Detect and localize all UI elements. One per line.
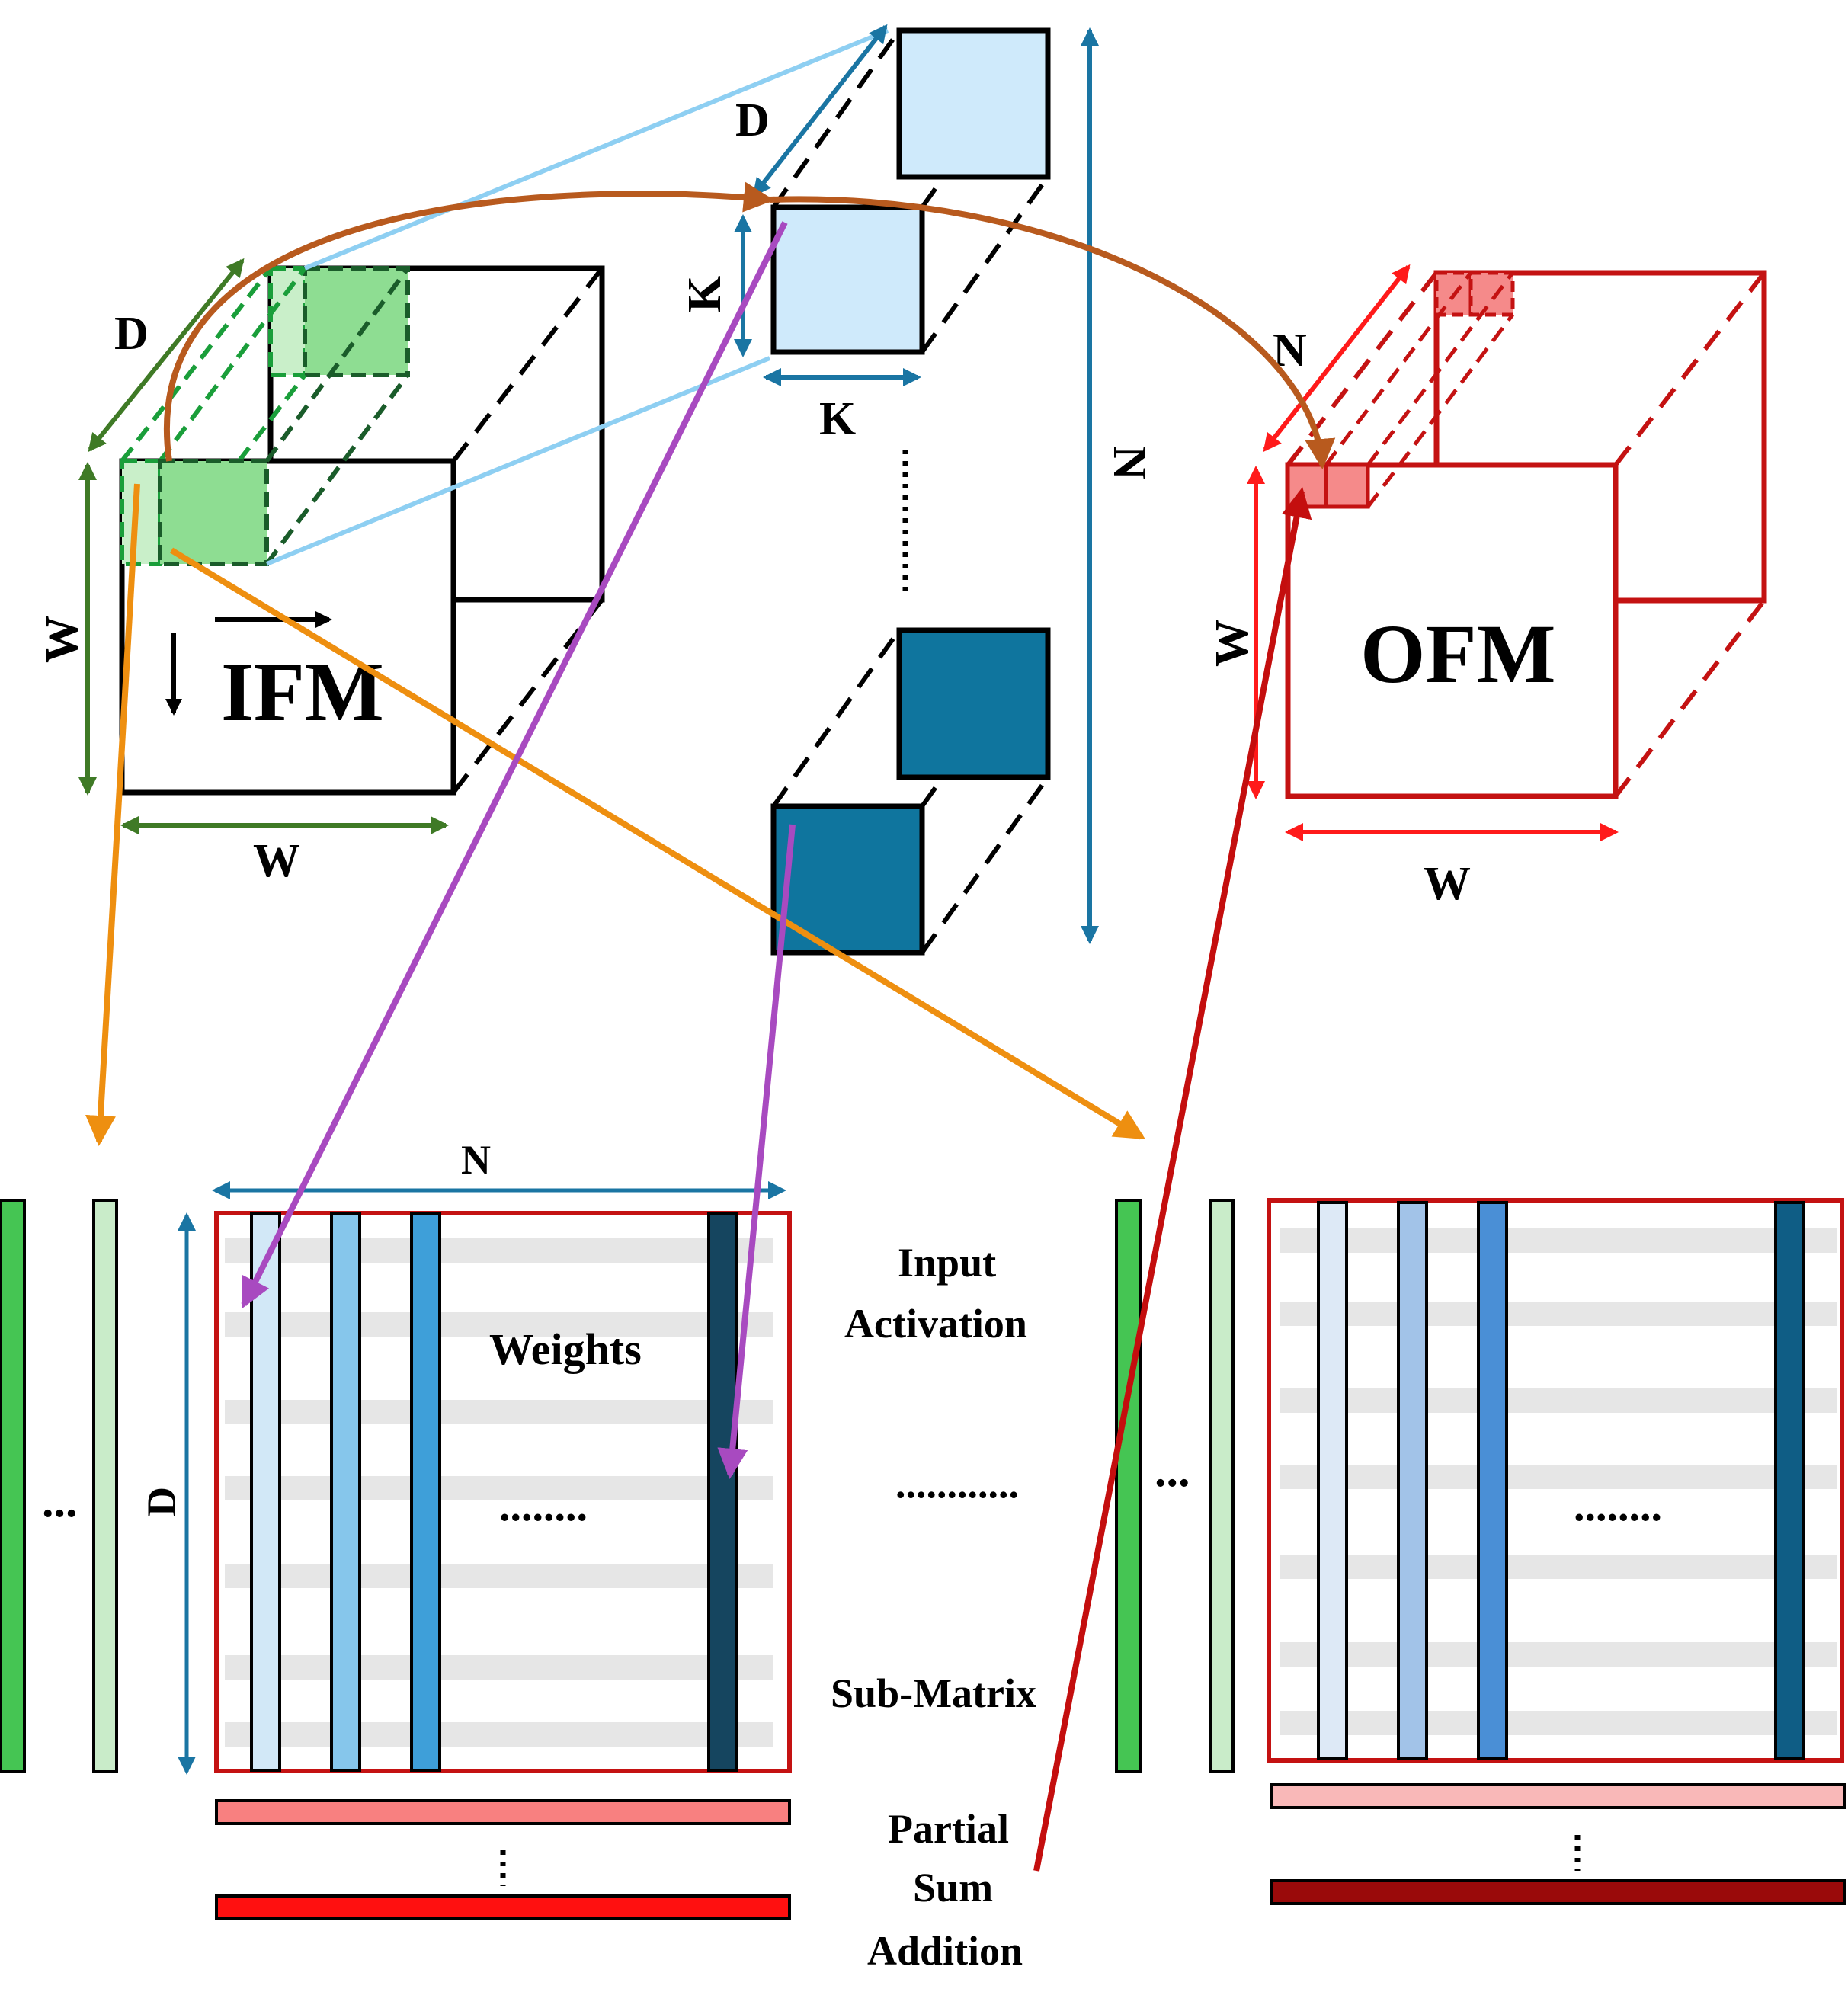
- ifm-title: IFM: [221, 645, 384, 738]
- right-psum-bars: [1270, 1783, 1846, 1905]
- right-submatrix-rows: [1280, 1228, 1837, 1735]
- right-input-vector-ellipsis: ...: [1155, 1445, 1190, 1497]
- purple-arrow-first: [241, 221, 788, 1309]
- partial-sum-line2: Sum: [913, 1865, 993, 1910]
- kernel-depth-label: D: [735, 94, 770, 146]
- input-activation-line1: Input: [898, 1240, 996, 1286]
- right-submatrix-border: [1267, 1198, 1844, 1763]
- right-submatrix: ........: [1267, 1198, 1844, 1763]
- kernel-first-back: [896, 27, 1051, 180]
- ofm-output-patch: [1286, 463, 1328, 509]
- right-input-vectors: ...: [1115, 1199, 1235, 1773]
- weight-column-2: [330, 1212, 361, 1772]
- ofm-depth-dim-arrow: [1263, 264, 1411, 453]
- ifm-patch-edge: [120, 267, 273, 463]
- kernel-stack: D K K N: [679, 24, 1155, 956]
- weight-matrix-rows: [225, 1238, 773, 1747]
- weight-column-1: [250, 1212, 281, 1772]
- ofm-cube: OFM N W W: [1206, 264, 1767, 910]
- weight-matrix-dots: ........: [499, 1481, 588, 1530]
- ofm-title: OFM: [1360, 607, 1556, 700]
- ifm-patch-back-light: [268, 266, 307, 377]
- input-vector-ellipsis: ...: [42, 1475, 78, 1527]
- ifm-depth-label: D: [114, 308, 149, 360]
- input-vector-light: [92, 1199, 118, 1773]
- ifm-patch-front-light: [120, 459, 162, 566]
- ifm-patch-front-dark: [158, 459, 269, 566]
- kernel-height-label: K: [679, 276, 731, 312]
- ofm-front-face: [1285, 462, 1619, 799]
- kernel-count-label: N: [1103, 446, 1155, 480]
- ifm-patch-edge: [264, 267, 410, 463]
- center-dots: ............: [895, 1461, 1019, 1507]
- right-psum-bar-last: [1270, 1879, 1846, 1905]
- kernel-last: [770, 627, 1051, 956]
- psum-bar-first: [215, 1799, 791, 1825]
- weight-matrix-border: [214, 1211, 792, 1773]
- weights-label: Weights: [489, 1324, 642, 1374]
- matrix-d-label: D: [139, 1487, 184, 1516]
- right-column-n: [1774, 1201, 1805, 1760]
- partial-sum-line1: Partial: [888, 1806, 1009, 1852]
- left-psum-bars: [215, 1799, 791, 1920]
- ifm-patch-edge: [264, 373, 410, 565]
- sub-matrix-label: Sub-Matrix: [831, 1670, 1036, 1716]
- brown-arc-arrow: [164, 181, 774, 462]
- weight-column-3: [410, 1212, 441, 1772]
- orange-arrow-right: [169, 547, 1146, 1140]
- partial-sum-line3: Addition: [867, 1928, 1023, 1974]
- center-labels: Input Activation ............ Sub-Matrix…: [831, 1240, 1036, 1974]
- mapping-arrows: [85, 181, 1336, 1872]
- psum-bar-last: [215, 1894, 791, 1920]
- left-input-vectors: ...: [0, 1199, 118, 1773]
- weight-column-n: [707, 1212, 738, 1772]
- input-vector-dark: [0, 1199, 26, 1773]
- right-column-1: [1317, 1201, 1348, 1760]
- kernel-first-front: [770, 204, 925, 355]
- ifm-depth-dim-arrow: [88, 258, 245, 453]
- kernel-width-label: K: [819, 393, 856, 445]
- ofm-height-label: W: [1206, 620, 1258, 667]
- orange-arrow-left: [85, 483, 140, 1146]
- matrix-n-label: N: [461, 1137, 491, 1183]
- kernel-last-back: [896, 627, 1051, 780]
- right-psum-bar-first: [1270, 1783, 1846, 1809]
- kernel-first: [770, 27, 1051, 355]
- ifm-depth-edge: [451, 267, 604, 463]
- brown-arc-arrow-2: [769, 196, 1336, 469]
- right-column-2: [1397, 1201, 1428, 1760]
- ifm-cube: IFM D W W: [37, 258, 605, 887]
- right-column-3: [1477, 1201, 1508, 1760]
- ifm-height-label: W: [37, 616, 88, 663]
- right-input-vector-dark: [1115, 1199, 1142, 1773]
- kernel-depth-dim-arrow: [752, 24, 888, 197]
- ifm-patch-back-dark: [303, 266, 410, 377]
- weight-matrix: Weights ........ N D: [139, 1137, 792, 1775]
- ifm-width-label: W: [253, 835, 300, 887]
- red-arrow-psum: [1033, 487, 1312, 1872]
- input-activation-line2: Activation: [844, 1301, 1027, 1347]
- ofm-width-label: W: [1424, 858, 1471, 910]
- right-input-vector-light: [1209, 1199, 1235, 1773]
- purple-arrow-last: [717, 824, 796, 1479]
- right-submatrix-dots: ........: [1574, 1481, 1662, 1530]
